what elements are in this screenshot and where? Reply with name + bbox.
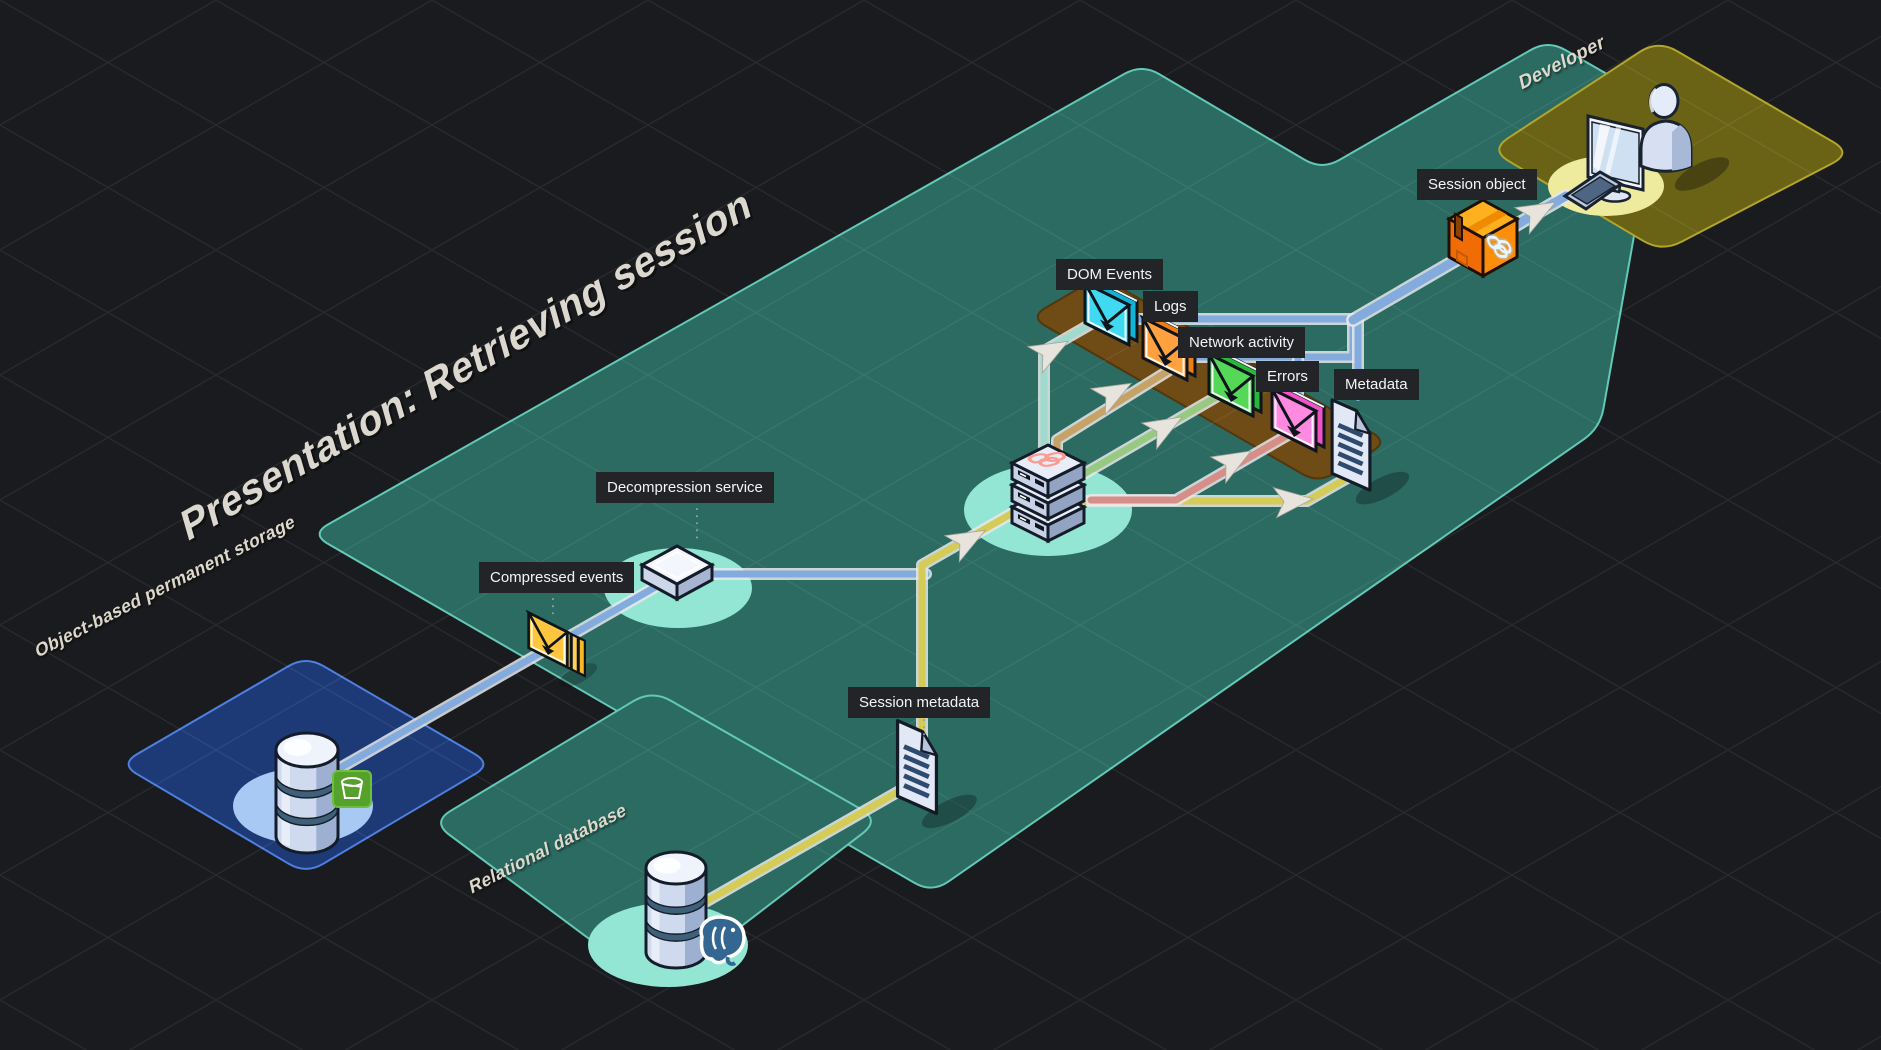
label-dom-events[interactable]: DOM Events: [1056, 259, 1164, 290]
flow-arrow-icon: [1089, 382, 1133, 417]
flow-arrow-icon: [943, 529, 987, 564]
session-object-box-icon[interactable]: [1445, 198, 1521, 279]
replay-logo-icon: [1485, 233, 1513, 260]
label-logs[interactable]: Logs: [1143, 291, 1198, 322]
flow-arrow-icon: [1140, 416, 1183, 451]
relational-database-icon[interactable]: [644, 850, 746, 970]
postgresql-icon: [699, 915, 746, 967]
server-rack-icon[interactable]: [1008, 443, 1088, 544]
flow-arrow-icon: [1272, 487, 1314, 519]
object-storage-database-icon[interactable]: [274, 731, 372, 855]
keyboard-icon: [1562, 170, 1624, 211]
label-leaders: [552, 508, 925, 738]
metadata-document-icon[interactable]: [1330, 398, 1413, 511]
label-metadata[interactable]: Metadata: [1334, 369, 1419, 400]
person-shadow: [1674, 157, 1730, 191]
flow-arrow-icon: [1026, 340, 1070, 375]
connector: [1085, 422, 1306, 506]
session-metadata-document-icon[interactable]: [895, 719, 982, 835]
label-network-activity[interactable]: Network activity: [1178, 327, 1306, 358]
label-decompression-service[interactable]: Decompression service: [596, 472, 774, 503]
flow-arrow-icon: [1209, 450, 1252, 485]
label-errors[interactable]: Errors: [1256, 361, 1319, 392]
decompression-service-icon[interactable]: [638, 544, 716, 602]
compressed-events-icon[interactable]: [525, 609, 601, 692]
label-compressed-events[interactable]: Compressed events: [479, 562, 635, 593]
flow-arrow-icon: [1513, 201, 1557, 236]
bucket-icon: [332, 770, 372, 808]
person-icon: [1639, 83, 1693, 173]
developer-workstation[interactable]: [1562, 83, 1734, 211]
label-session-object[interactable]: Session object: [1417, 169, 1537, 200]
label-session-metadata[interactable]: Session metadata: [848, 687, 991, 718]
